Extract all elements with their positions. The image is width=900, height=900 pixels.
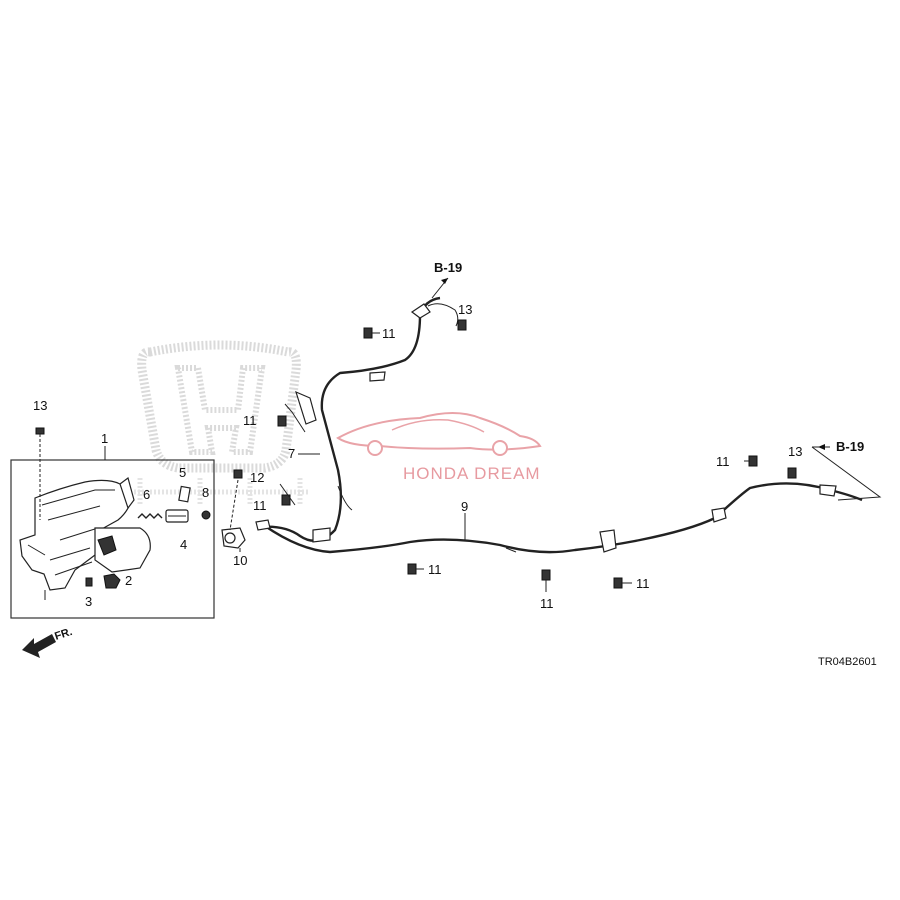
callout-11-e: 11	[540, 596, 554, 611]
callout-11-c: 11	[253, 498, 267, 513]
ref-label-b19-right: B-19	[836, 439, 864, 454]
ref-arrow-right	[818, 444, 830, 450]
callout-2: 2	[125, 573, 132, 588]
callout-7: 7	[288, 446, 295, 461]
honda-logo-watermark	[130, 340, 310, 505]
bolt-11-g	[748, 455, 758, 467]
cable-9	[255, 482, 863, 554]
clip-part-5	[178, 485, 191, 503]
front-direction-arrow: FR.	[22, 626, 74, 658]
callout-13-left: 13	[33, 398, 47, 413]
honda-dream-watermark: HONDA DREAM	[336, 412, 542, 483]
adjuster-part	[165, 509, 189, 523]
callout-13-right: 13	[788, 444, 802, 459]
callout-1: 1	[101, 431, 108, 446]
bolt-11-group	[277, 319, 797, 589]
grommet-part-8	[201, 510, 211, 520]
callout-9: 9	[461, 499, 468, 514]
lever-assembly-box	[10, 459, 215, 619]
callout-11-d: 11	[428, 562, 442, 577]
callout-4: 4	[180, 537, 187, 552]
bolt-11-b	[277, 415, 287, 427]
ref-arrow-top	[431, 277, 449, 299]
callout-5: 5	[179, 465, 186, 480]
callout-10: 10	[233, 553, 247, 568]
parking-brake-lever	[19, 476, 151, 600]
callout-11-a: 11	[382, 326, 396, 341]
bolt-11-f	[613, 577, 623, 589]
callout-12: 12	[250, 470, 264, 485]
watermark-text: HONDA DREAM	[403, 464, 541, 483]
callout-11-g: 11	[716, 454, 730, 469]
callout-3: 3	[85, 594, 92, 609]
spring-part	[137, 513, 163, 519]
switch-part-2	[103, 573, 121, 589]
callout-11-b: 11	[243, 413, 257, 428]
bolt-13-top	[457, 319, 467, 331]
bolt-13-left	[35, 427, 45, 520]
bolt-11-a	[363, 327, 373, 339]
bolt-part-3	[85, 577, 93, 587]
callout-6: 6	[143, 487, 150, 502]
leader-lines	[239, 332, 882, 592]
callout-13-top: 13	[458, 302, 472, 317]
ref-label-b19-top: B-19	[434, 260, 462, 275]
equalizer-part-10	[221, 469, 246, 549]
bolt-11-e	[541, 569, 551, 581]
bolt-13-right	[787, 467, 797, 479]
bolt-11-d	[407, 563, 417, 575]
diagram-code: TR04B2601	[818, 656, 877, 668]
direction-label: FR.	[53, 626, 74, 643]
callout-8: 8	[202, 485, 209, 500]
callout-11-f: 11	[636, 576, 650, 591]
cable-7	[259, 296, 459, 543]
